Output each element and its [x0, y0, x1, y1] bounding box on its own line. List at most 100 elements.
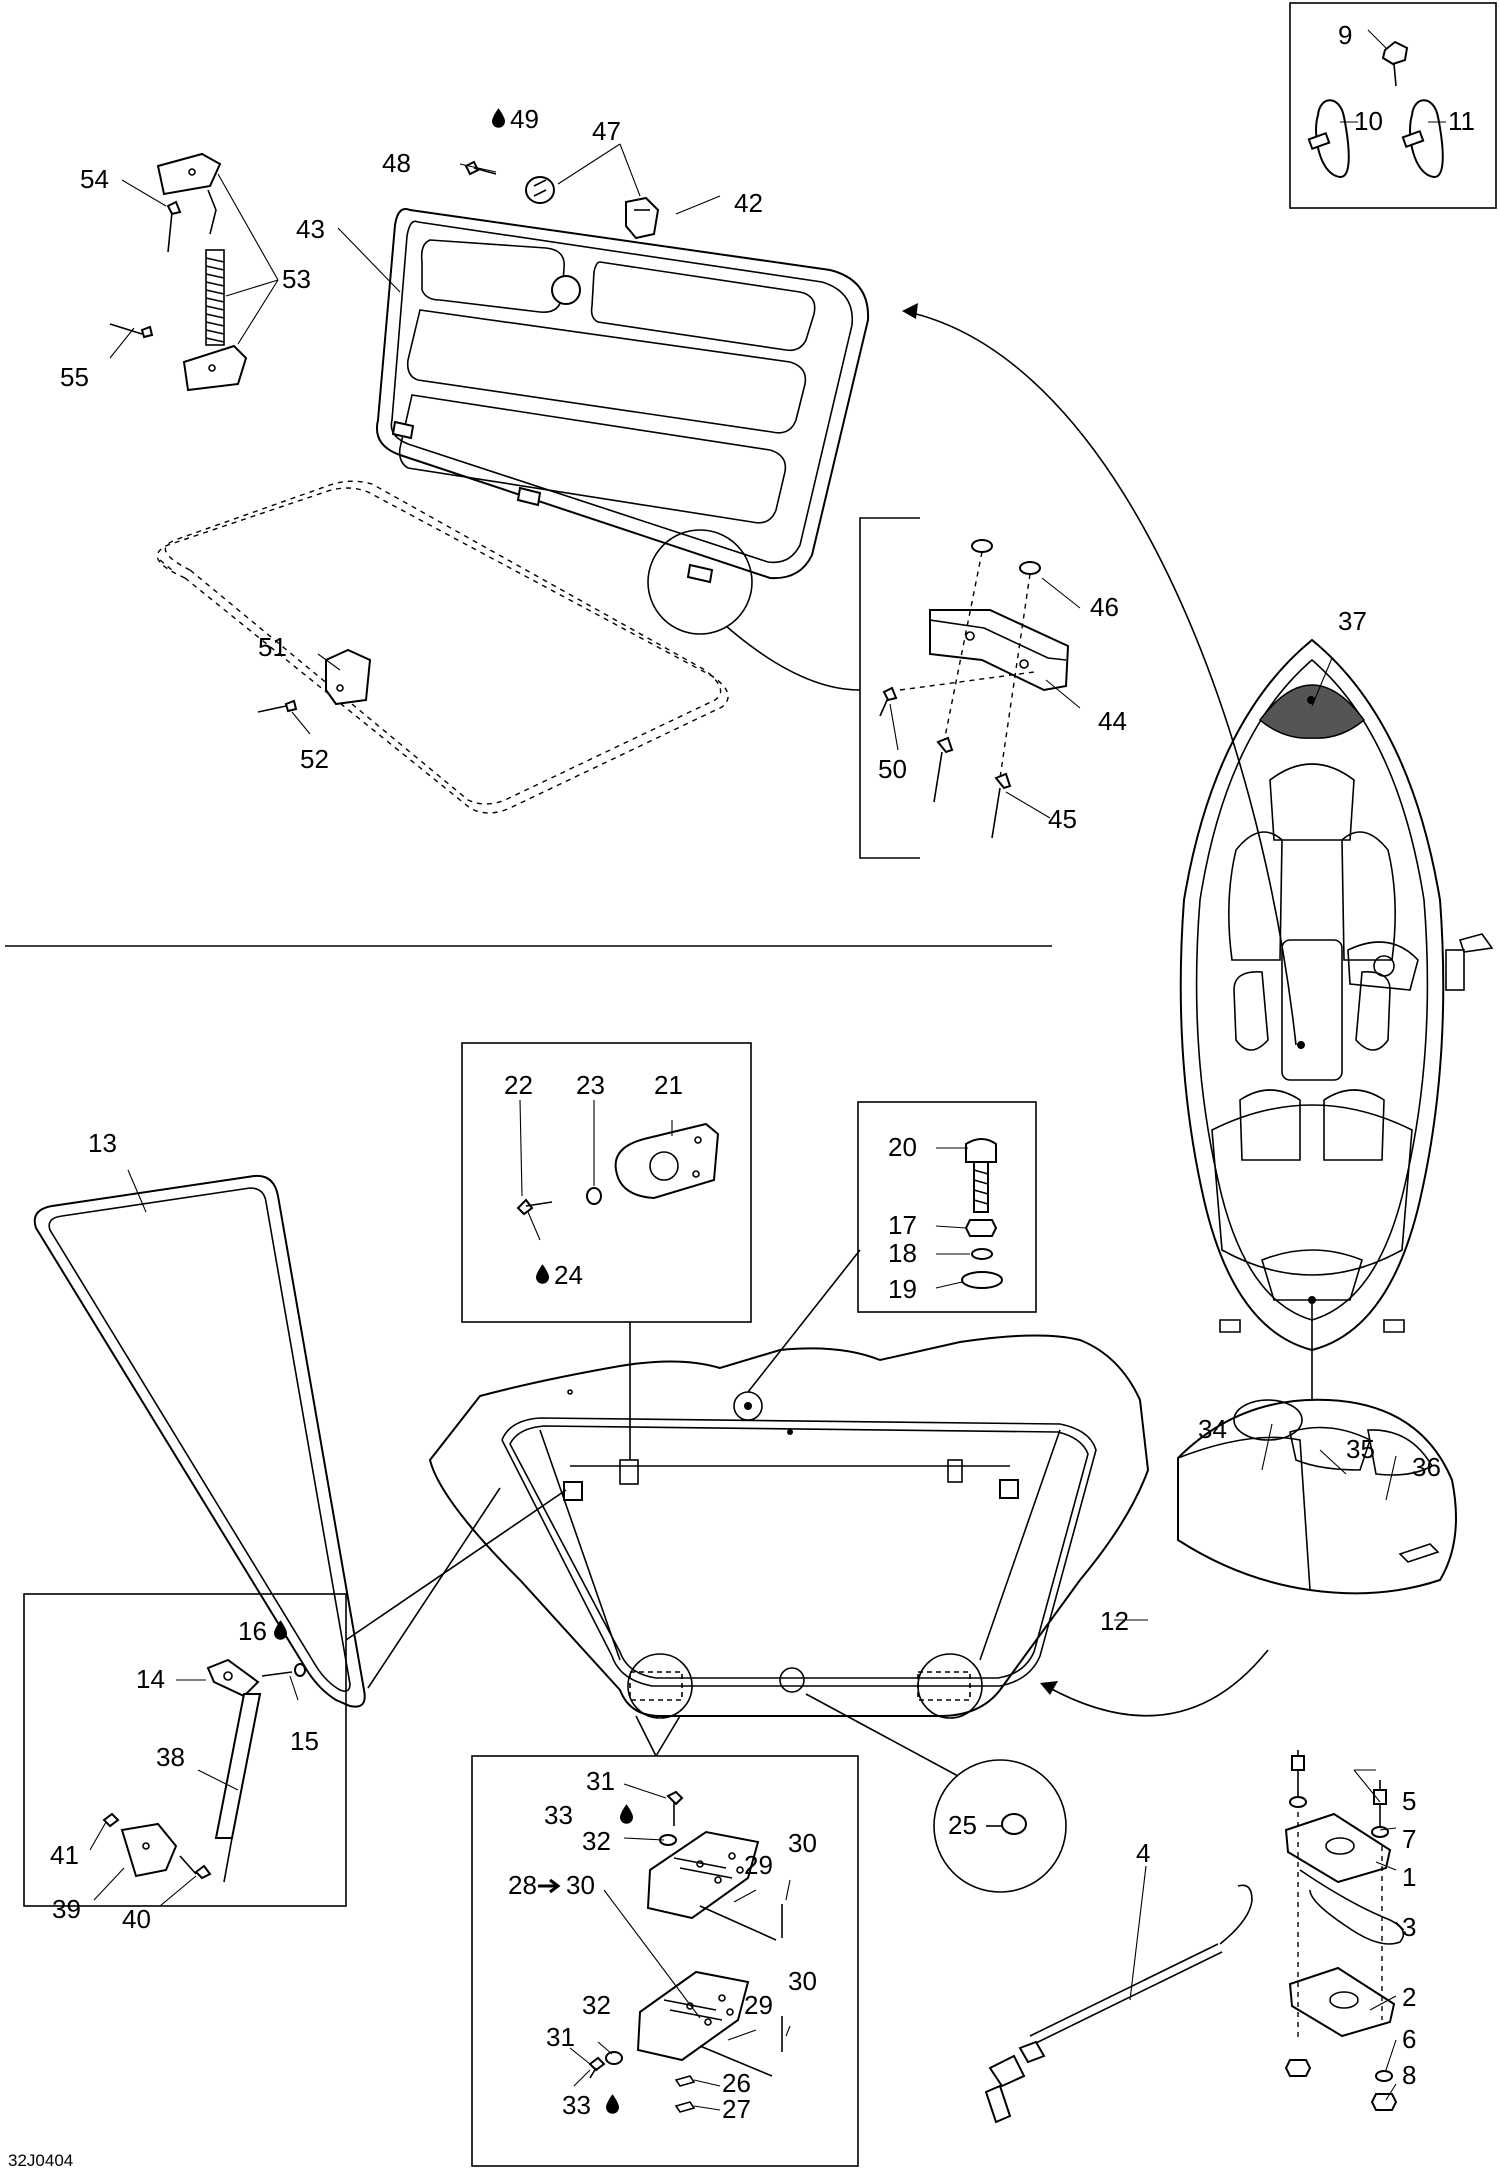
- label-6: 6: [1402, 2024, 1416, 2054]
- label-5: 5: [1402, 1786, 1416, 1816]
- label-46: 46: [1090, 592, 1119, 622]
- label-17: 17: [888, 1210, 917, 1240]
- tie-wrap-11: [1401, 99, 1444, 178]
- latch-assembly: [1284, 1750, 1405, 2111]
- label-53: 53: [282, 264, 311, 294]
- label-16: 16: [238, 1616, 267, 1646]
- arrow-right-icon: [538, 1878, 561, 1894]
- label-26: 26: [722, 2068, 751, 2098]
- label-25: 25: [948, 1810, 977, 1840]
- drop-icon: [620, 1804, 633, 1824]
- tie-wrap-10: [1307, 99, 1350, 178]
- label-36: 36: [1412, 1452, 1441, 1482]
- label-38: 38: [156, 1742, 185, 1772]
- label-52: 52: [300, 744, 329, 774]
- label-29-bottom: 29: [744, 1990, 773, 2020]
- label-44: 44: [1098, 706, 1127, 736]
- location-arrow-lid: [907, 311, 1297, 1046]
- label-28: 28: [508, 1870, 537, 1900]
- label-8: 8: [1402, 2060, 1416, 2090]
- watercraft-top-view: [1179, 638, 1494, 1352]
- front-storage-cover-12: [1177, 1398, 1457, 1595]
- support-rod-4: [984, 1884, 1253, 2124]
- label-23: 23: [576, 1070, 605, 1100]
- label-41: 41: [50, 1840, 79, 1870]
- storage-lid-42: [376, 208, 870, 580]
- label-34: 34: [1198, 1414, 1227, 1444]
- label-31-bottom: 31: [546, 2022, 575, 2052]
- gasket-13: [33, 1174, 366, 1708]
- label-30-bottom: 30: [788, 1966, 817, 1996]
- label-29-top: 29: [744, 1850, 773, 1880]
- label-43: 43: [296, 214, 325, 244]
- label-9: 9: [1338, 20, 1352, 50]
- label-33-top: 33: [544, 1800, 573, 1830]
- latch-hardware-inset: [747, 1101, 1037, 1393]
- label-15: 15: [290, 1726, 319, 1756]
- drop-icon: [492, 108, 505, 128]
- label-19: 19: [888, 1274, 917, 1304]
- screw-48: [464, 160, 497, 176]
- label-31-top: 31: [586, 1766, 615, 1796]
- arrow-head: [1040, 1681, 1058, 1695]
- part-labels: 9 10 11 49 47 48 42 43 54 53 55 51 52 37…: [8, 20, 1475, 2170]
- label-32-bottom: 32: [582, 1990, 611, 2020]
- label-48: 48: [382, 148, 411, 178]
- lid-clip: [391, 420, 415, 440]
- gasket-leader: [367, 1487, 501, 1689]
- label-22: 22: [504, 1070, 533, 1100]
- label-39: 39: [52, 1894, 81, 1924]
- hinge-hardware-inset: [461, 1042, 752, 1460]
- label-24: 24: [554, 1260, 583, 1290]
- detail-circle: [647, 529, 753, 635]
- label-47: 47: [592, 116, 621, 146]
- label-20: 20: [888, 1132, 917, 1162]
- label-4: 4: [1136, 1838, 1150, 1868]
- rivet-54: [166, 200, 182, 253]
- figure-code: 32J0404: [8, 2151, 73, 2170]
- label-45: 45: [1048, 804, 1077, 834]
- label-2: 2: [1402, 1982, 1416, 2012]
- spring-hinge-53: [156, 152, 248, 392]
- label-33-bottom: 33: [562, 2090, 591, 2120]
- label-12: 12: [1100, 1606, 1129, 1636]
- label-21: 21: [654, 1070, 683, 1100]
- location-arrow-cover: [1045, 1649, 1269, 1717]
- fastener-inset-box: [1289, 2, 1497, 209]
- label-55: 55: [60, 362, 89, 392]
- lid-clip: [516, 486, 542, 507]
- label-27: 27: [722, 2094, 751, 2124]
- rivet-55: [109, 323, 154, 339]
- arrow-head: [902, 303, 918, 319]
- latch-47: [525, 176, 660, 240]
- label-50: 50: [878, 754, 907, 784]
- screw-9: [1381, 40, 1409, 87]
- label-32-top: 32: [582, 1826, 611, 1856]
- label-1: 1: [1402, 1862, 1416, 1892]
- label-30-top: 30: [788, 1828, 817, 1858]
- label-11: 11: [1448, 106, 1475, 136]
- opening-panel: [428, 1334, 1150, 1719]
- bumper-25-detail: [805, 1693, 1067, 1893]
- detail-leader: [725, 625, 861, 691]
- label-7: 7: [1402, 1824, 1416, 1854]
- rivet-52: [257, 699, 298, 713]
- label-40: 40: [122, 1904, 151, 1934]
- drop-icon: [606, 2094, 619, 2114]
- drop-icon: [536, 1264, 549, 1284]
- label-51: 51: [258, 632, 287, 662]
- label-10: 10: [1354, 106, 1383, 136]
- label-14: 14: [136, 1664, 165, 1694]
- label-54: 54: [80, 164, 109, 194]
- label-37: 37: [1338, 606, 1367, 636]
- storage-opening-outline: [156, 480, 729, 814]
- leader-lines: [89, 143, 1405, 2111]
- label-13: 13: [88, 1128, 117, 1158]
- hinge-latch-inset: [471, 1715, 859, 2167]
- label-49: 49: [510, 104, 539, 134]
- label-35: 35: [1346, 1434, 1375, 1464]
- bracket-51: [325, 648, 372, 706]
- hinge-detail-inset: [859, 517, 1070, 859]
- label-42: 42: [734, 188, 763, 218]
